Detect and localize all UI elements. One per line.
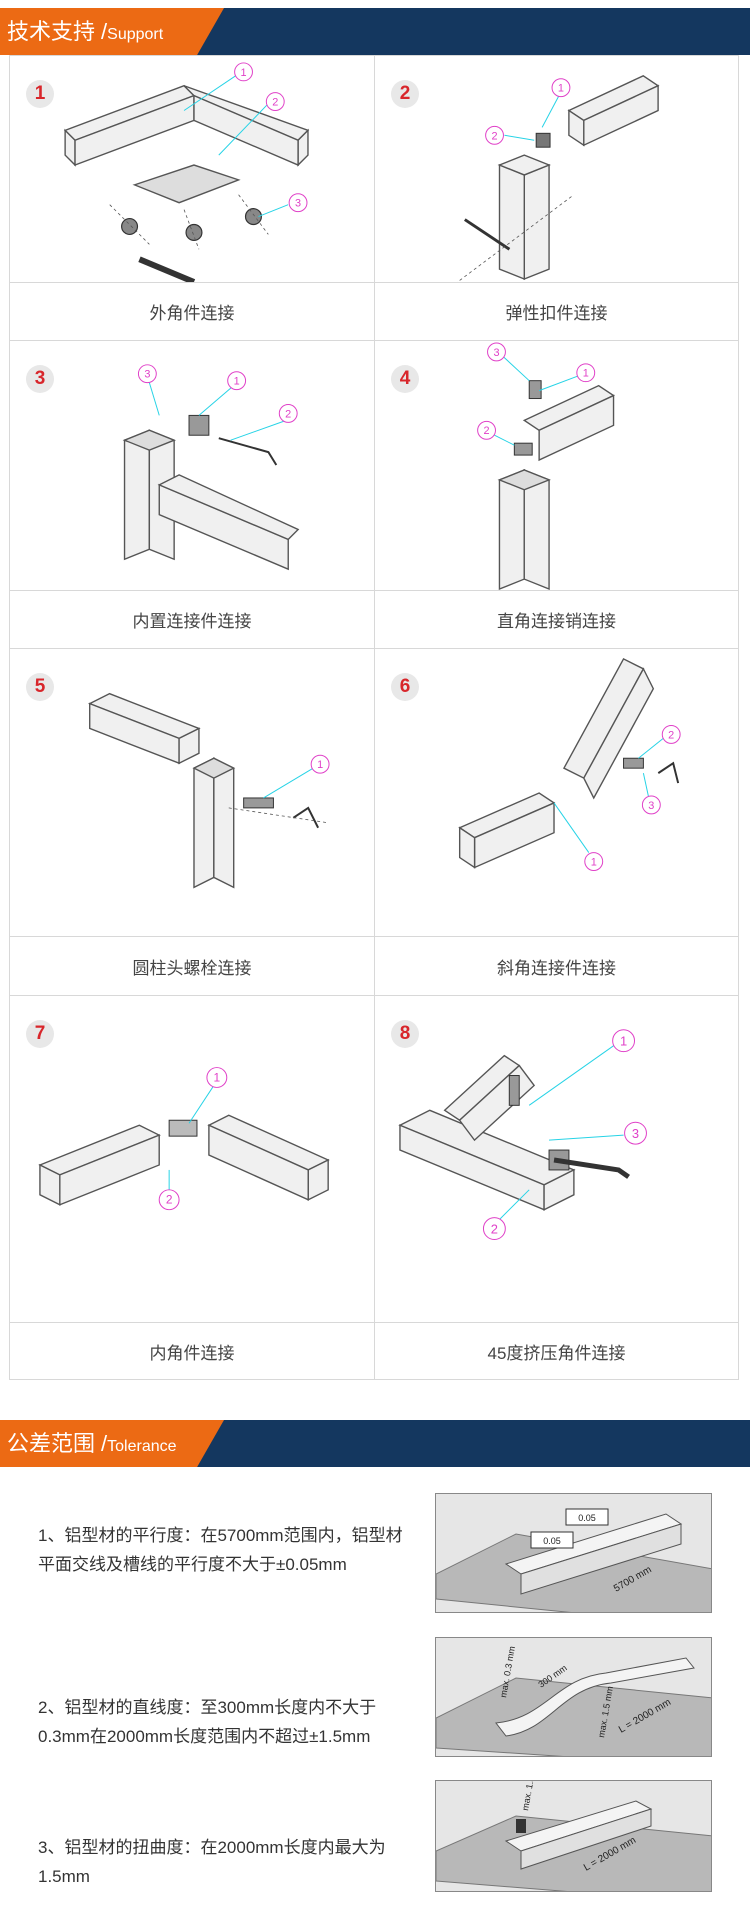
support-title-cn: 技术支持 <box>7 19 96 44</box>
callout-label: 1 <box>317 759 323 771</box>
connection-number: 1 <box>26 80 54 108</box>
elastic-fastener-illustration: 1 2 <box>456 75 660 282</box>
connection-number: 7 <box>26 1020 54 1048</box>
caption-5: 圆柱头螺栓连接 <box>9 936 375 996</box>
tolerance-item-1: 1、铝型材的平行度：在5700mm范围内，铝型材平面交线及槽线的平行度不大于±0… <box>0 1485 750 1625</box>
callout-label: 1 <box>591 856 597 868</box>
right-angle-pin-illustration: 1 2 3 <box>477 342 615 590</box>
callout-label: 3 <box>493 347 499 359</box>
callout-label: 2 <box>668 729 674 741</box>
twist-diagram: max. 1.5 mm L = 2000 mm <box>435 1780 712 1892</box>
callout-label: 1 <box>558 83 564 95</box>
tolerance-text: 1、铝型材的平行度：在5700mm范围内，铝型材平面交线及槽线的平行度不大于±0… <box>38 1526 403 1574</box>
connection-cell-8: 8 1 3 2 <box>374 995 739 1323</box>
extruded-45-angle-illustration: 1 3 2 <box>398 1029 647 1241</box>
inner-corner-illustration: 1 2 <box>38 1067 330 1211</box>
image-label: 0.05 <box>578 1513 596 1523</box>
tolerance-text: 3、铝型材的扭曲度：在2000mm长度内最大为1.5mm <box>38 1838 386 1886</box>
connection-grid: 1 1 <box>9 55 739 1410</box>
connection-cell-6: 6 1 2 3 <box>374 648 739 937</box>
callout-label: 1 <box>620 1034 627 1049</box>
outer-corner-illustration: 1 2 3 <box>63 62 310 282</box>
callout-label: 2 <box>285 408 291 420</box>
title-slash: / <box>101 19 108 44</box>
connection-number: 5 <box>26 673 54 701</box>
socket-head-bolt-illustration: 1 <box>87 692 330 889</box>
image-label: max. 1.5 mm <box>520 1781 539 1811</box>
callout-label: 1 <box>214 1070 221 1084</box>
connection-number: 8 <box>391 1020 419 1048</box>
connection-number: 3 <box>26 365 54 393</box>
caption-3: 内置连接件连接 <box>9 590 375 649</box>
callout-label: 2 <box>491 1222 498 1237</box>
tolerance-item-3: 3、铝型材的扭曲度：在2000mm长度内最大为1.5mm max. 1.5 mm… <box>0 1775 750 1900</box>
callout-label: 1 <box>241 67 247 79</box>
bevel-connector-illustration: 1 2 3 <box>458 658 681 871</box>
banner-tab <box>0 8 224 55</box>
image-label: 0.05 <box>543 1536 561 1546</box>
support-banner: 技术支持/Support <box>0 8 750 55</box>
connection-cell-7: 7 1 2 <box>9 995 375 1323</box>
connection-cell-3: 3 1 2 3 <box>9 340 375 591</box>
straightness-diagram: max. 0.3 mm 300 mm L = 2000 mm max. 1.5 … <box>435 1637 712 1757</box>
tolerance-title-en: Tolerance <box>107 1438 177 1455</box>
callout-label: 2 <box>484 425 490 437</box>
connection-cell-5: 5 1 <box>9 648 375 937</box>
callout-label: 1 <box>583 368 589 380</box>
callout-label: 3 <box>295 198 301 210</box>
callout-label: 1 <box>234 376 240 388</box>
callout-label: 3 <box>632 1126 639 1141</box>
internal-connector-illustration: 1 2 3 <box>122 364 300 571</box>
tolerance-title: 公差范围/Tolerance <box>7 1420 177 1467</box>
caption-8: 45度挤压角件连接 <box>374 1322 739 1380</box>
support-title-en: Support <box>107 26 164 43</box>
connection-cell-4: 4 1 2 3 <box>374 340 739 591</box>
connection-number: 2 <box>391 80 419 108</box>
caption-1: 外角件连接 <box>9 282 375 341</box>
banner-tab <box>0 1420 224 1467</box>
parallelism-diagram: 0.05 0.05 5700 mm <box>435 1493 712 1613</box>
callout-label: 3 <box>144 369 150 381</box>
tolerance-item-2: 2、铝型材的直线度：至300mm长度内不大于0.3mm在2000mm长度范围内不… <box>0 1625 750 1775</box>
connection-cell-2: 2 1 2 <box>374 55 739 283</box>
title-slash: / <box>101 1431 108 1456</box>
caption-4: 直角连接销连接 <box>374 590 739 649</box>
support-title: 技术支持/Support <box>7 8 163 55</box>
connection-cell-1: 1 1 <box>9 55 375 283</box>
callout-label: 3 <box>648 800 654 812</box>
caption-7: 内角件连接 <box>9 1322 375 1380</box>
callout-label: 2 <box>492 130 498 142</box>
tolerance-banner: 公差范围/Tolerance <box>0 1420 750 1467</box>
callout-label: 2 <box>272 97 278 109</box>
caption-2: 弹性扣件连接 <box>374 282 739 341</box>
caption-6: 斜角连接件连接 <box>374 936 739 996</box>
tolerance-text: 2、铝型材的直线度：至300mm长度内不大于0.3mm在2000mm长度范围内不… <box>38 1698 377 1746</box>
connection-number: 6 <box>391 673 419 701</box>
connection-number: 4 <box>391 365 419 393</box>
tolerance-title-cn: 公差范围 <box>7 1431 96 1456</box>
callout-label: 2 <box>166 1193 173 1207</box>
